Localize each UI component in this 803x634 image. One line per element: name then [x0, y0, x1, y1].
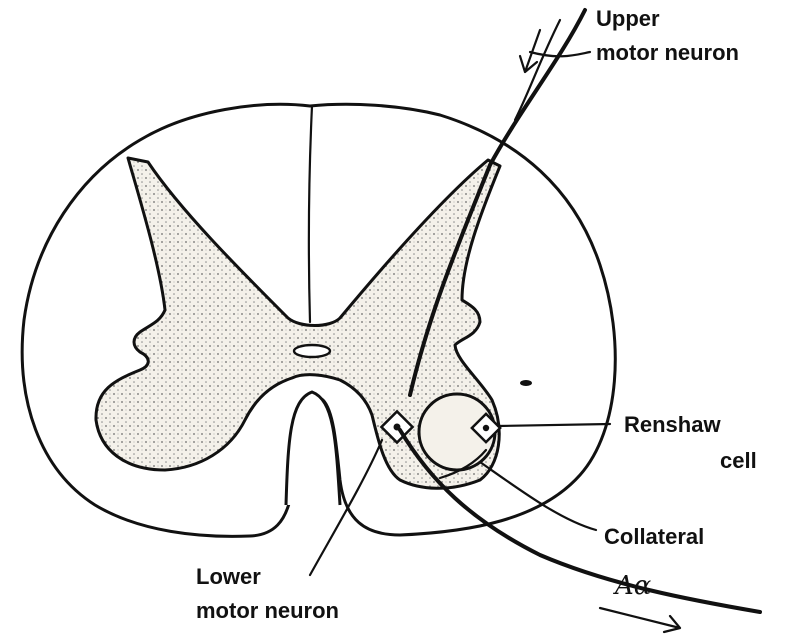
efferent-arrow: [600, 608, 680, 632]
label-lower-line1: Lower: [196, 564, 261, 589]
label-fiber-type: Aα: [613, 571, 652, 601]
label-collateral: Collateral: [604, 524, 704, 549]
central-canal: [294, 345, 330, 357]
label-lower-line2: motor neuron: [196, 598, 339, 623]
label-upper-line1: Upper: [596, 6, 660, 31]
label-upper-line2: motor neuron: [596, 40, 739, 65]
label-renshaw-line1: Renshaw: [624, 412, 721, 437]
label-renshaw-line2: cell: [720, 448, 757, 473]
